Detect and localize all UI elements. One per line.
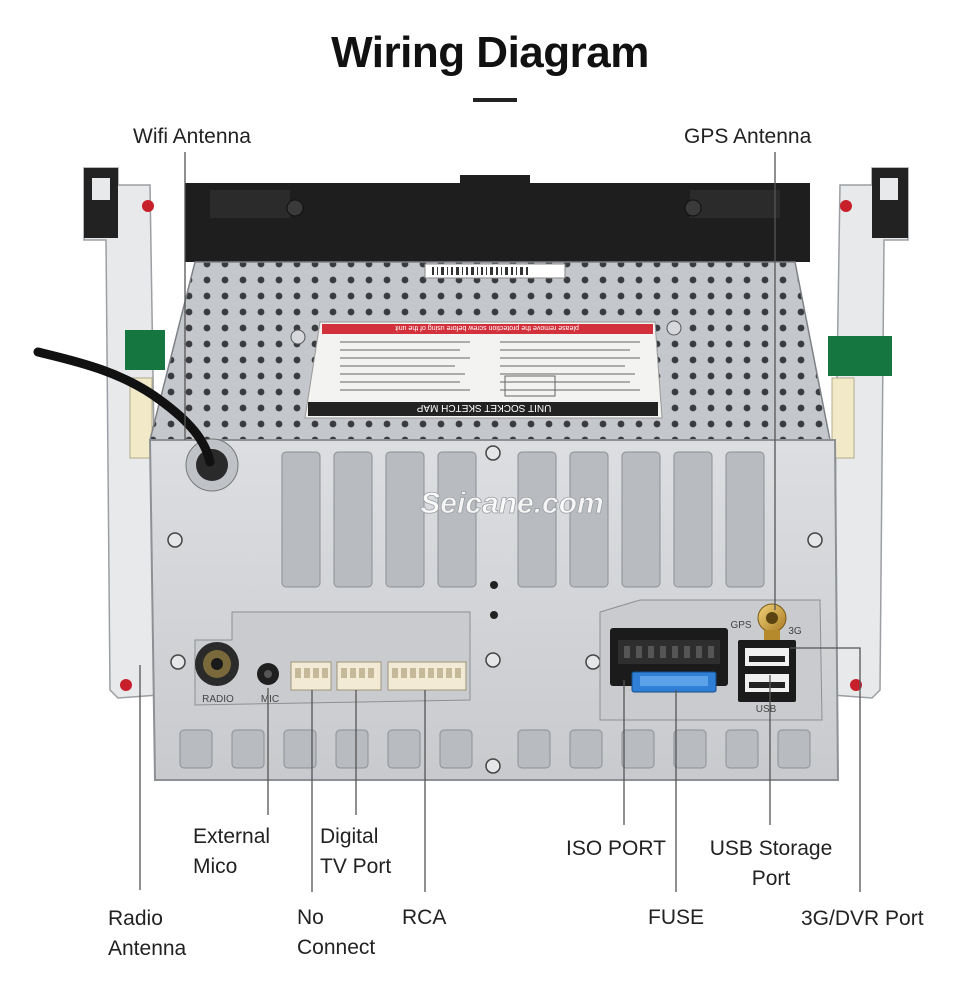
label-radio-antenna: Radio Antenna xyxy=(108,904,186,964)
top-frame xyxy=(185,175,810,262)
label-radio-antenna-line2: Antenna xyxy=(108,937,187,960)
label-fuse: FUSE xyxy=(648,906,705,929)
right-bracket xyxy=(828,167,909,699)
label-usb-storage-line2: Port xyxy=(751,867,791,890)
label-radio-antenna-line1: Radio xyxy=(108,907,163,930)
sticker-warning-text: please remove the protection screw befor… xyxy=(395,324,579,331)
mic-port-label: MIC xyxy=(261,694,279,705)
label-no-connect: No Connect xyxy=(297,903,375,963)
usb-port-stack: USB xyxy=(738,640,796,715)
label-no-connect-line1: No xyxy=(297,906,324,929)
rca-header xyxy=(387,661,467,691)
label-digital-tv-port: Digital TV Port xyxy=(320,822,391,882)
threeg-port-label: 3G xyxy=(788,626,802,637)
sticker-title-text: UNIT SOCKET SKETCH MAP xyxy=(416,402,551,413)
left-bracket xyxy=(83,167,165,699)
label-iso-port: ISO PORT xyxy=(566,837,666,860)
gps-port-label: GPS xyxy=(730,620,751,631)
label-external-mico-line1: External xyxy=(193,825,271,848)
socket-sketch-sticker: please remove the protection screw befor… xyxy=(304,321,663,419)
label-digital-tv-line2: TV Port xyxy=(320,855,392,878)
radio-antenna-socket: RADIO xyxy=(195,642,239,705)
label-gps-antenna: GPS Antenna xyxy=(684,125,812,148)
label-rca: RCA xyxy=(402,906,447,929)
no-connect-header xyxy=(290,661,332,691)
watermark: Seicane.com xyxy=(420,487,603,520)
fuse-holder xyxy=(631,671,717,693)
rear-panel: Seicane.com RADIO MIC xyxy=(33,347,840,781)
label-usb-storage-line1: USB Storage xyxy=(709,837,833,860)
title-underline xyxy=(473,98,517,102)
callout-leaders xyxy=(139,152,861,892)
diagram-title: Wiring Diagram xyxy=(331,28,649,77)
label-no-connect-line2: Connect xyxy=(297,936,376,959)
usb-port-label: USB xyxy=(756,704,777,715)
label-external-mico-line2: Mico xyxy=(193,855,238,878)
mic-jack: MIC xyxy=(257,663,279,705)
digital-tv-header xyxy=(336,661,382,691)
perforated-top-case: please remove the protection screw befor… xyxy=(149,261,831,441)
wifi-antenna-socket xyxy=(33,347,239,492)
radio-port-label: RADIO xyxy=(202,694,234,705)
label-external-mico: External Mico xyxy=(193,822,270,882)
label-usb-storage-port: USB Storage Port xyxy=(700,834,842,894)
label-3g-dvr-port: 3G/DVR Port xyxy=(801,907,924,930)
gps-sma-connector: GPS 3G xyxy=(730,603,802,640)
label-digital-tv-line1: Digital xyxy=(320,825,379,848)
label-wifi-antenna: Wifi Antenna xyxy=(133,125,251,148)
